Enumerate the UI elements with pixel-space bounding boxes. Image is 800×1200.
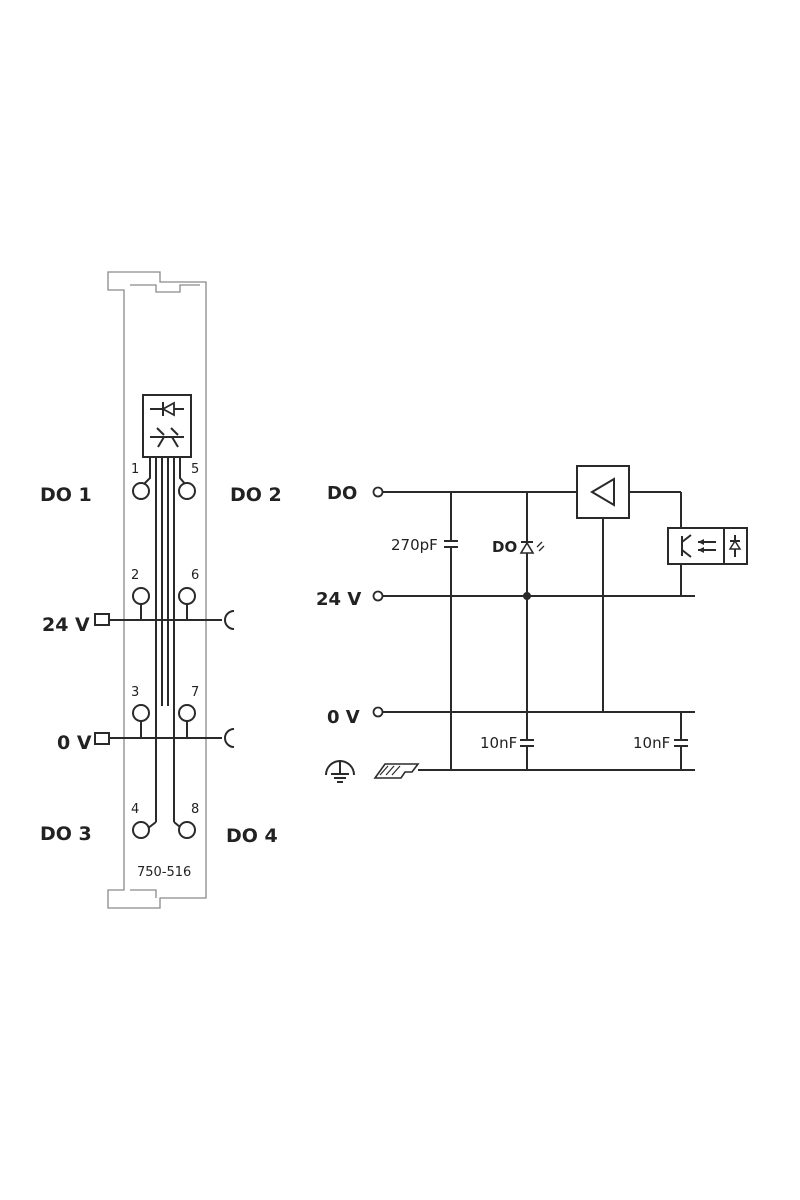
diode-symbol-icon	[150, 401, 184, 417]
terminal-number-1: 1	[131, 462, 139, 477]
label-24v-schematic: 24 V	[316, 589, 361, 610]
terminal-number-7: 7	[191, 685, 199, 700]
terminal-number-4: 4	[131, 802, 139, 817]
driver-triangle-icon	[576, 465, 630, 519]
label-0v: 0 V	[57, 732, 92, 754]
terminal-6[interactable]	[178, 587, 196, 605]
label-do3: DO 3	[40, 823, 92, 845]
led-block	[142, 394, 192, 458]
transistor-symbol-icon	[150, 427, 184, 448]
terminal-group: 1 5 2 6 3 7 4 8	[131, 462, 199, 839]
terminal-5[interactable]	[178, 482, 196, 500]
terminal-3[interactable]	[132, 704, 150, 722]
terminal-4[interactable]	[132, 821, 150, 839]
terminal-number-5: 5	[191, 462, 199, 477]
label-270pf: 270pF	[391, 536, 438, 554]
label-do2: DO 2	[230, 484, 282, 506]
terminal-7[interactable]	[178, 704, 196, 722]
schematic	[325, 465, 748, 783]
label-do: DO	[327, 483, 357, 504]
part-number: 750-516	[137, 865, 191, 880]
internal-wires	[142, 457, 187, 833]
optocoupler-icon	[667, 527, 748, 565]
label-do4: DO 4	[226, 825, 278, 847]
label-10nf-left: 10nF	[480, 734, 517, 752]
module-housing	[107, 271, 207, 909]
led-diode-icon	[519, 541, 545, 554]
supply-rails	[94, 610, 235, 748]
label-10nf-right: 10nF	[633, 734, 670, 752]
ground-symbol-icon	[325, 760, 355, 783]
label-led-do: DO	[492, 538, 517, 556]
terminal-number-8: 8	[191, 802, 199, 817]
label-0v-schematic: 0 V	[327, 707, 360, 728]
label-do1: DO 1	[40, 484, 92, 506]
label-24v: 24 V	[42, 614, 90, 636]
terminal-number-2: 2	[131, 568, 139, 583]
terminal-2[interactable]	[132, 587, 150, 605]
terminal-number-6: 6	[191, 568, 199, 583]
terminal-number-3: 3	[131, 685, 139, 700]
din-rail-symbol-icon	[373, 763, 420, 779]
terminal-8[interactable]	[178, 821, 196, 839]
terminal-1[interactable]	[132, 482, 150, 500]
